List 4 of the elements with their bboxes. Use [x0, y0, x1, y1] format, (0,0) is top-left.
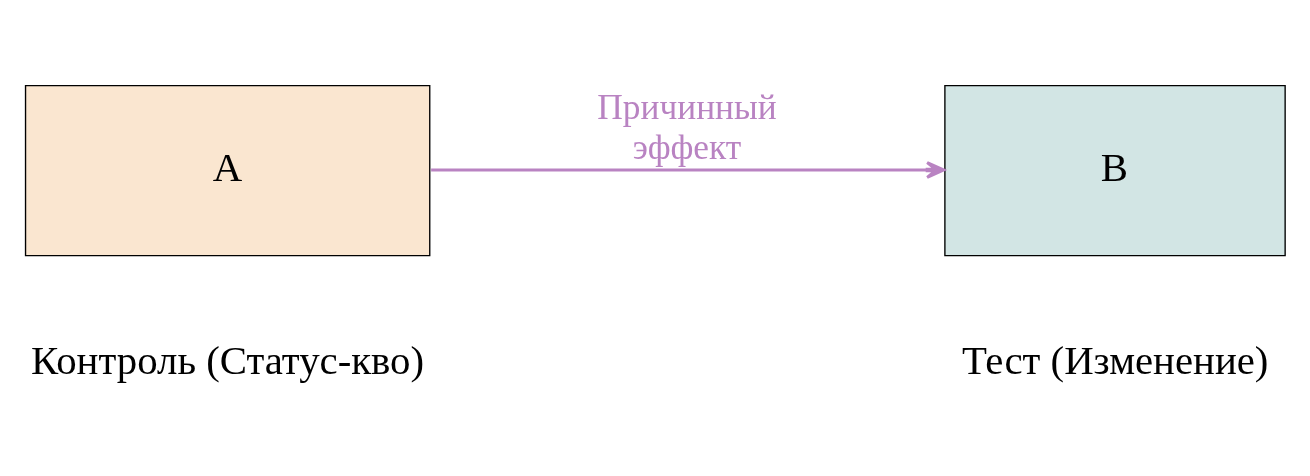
node-label: Тест (Изменение) — [961, 338, 1269, 384]
edge-label: Причинный эффект — [597, 87, 777, 167]
arrow — [431, 161, 946, 179]
node-label: Контроль (Статус-кво) — [30, 338, 425, 384]
